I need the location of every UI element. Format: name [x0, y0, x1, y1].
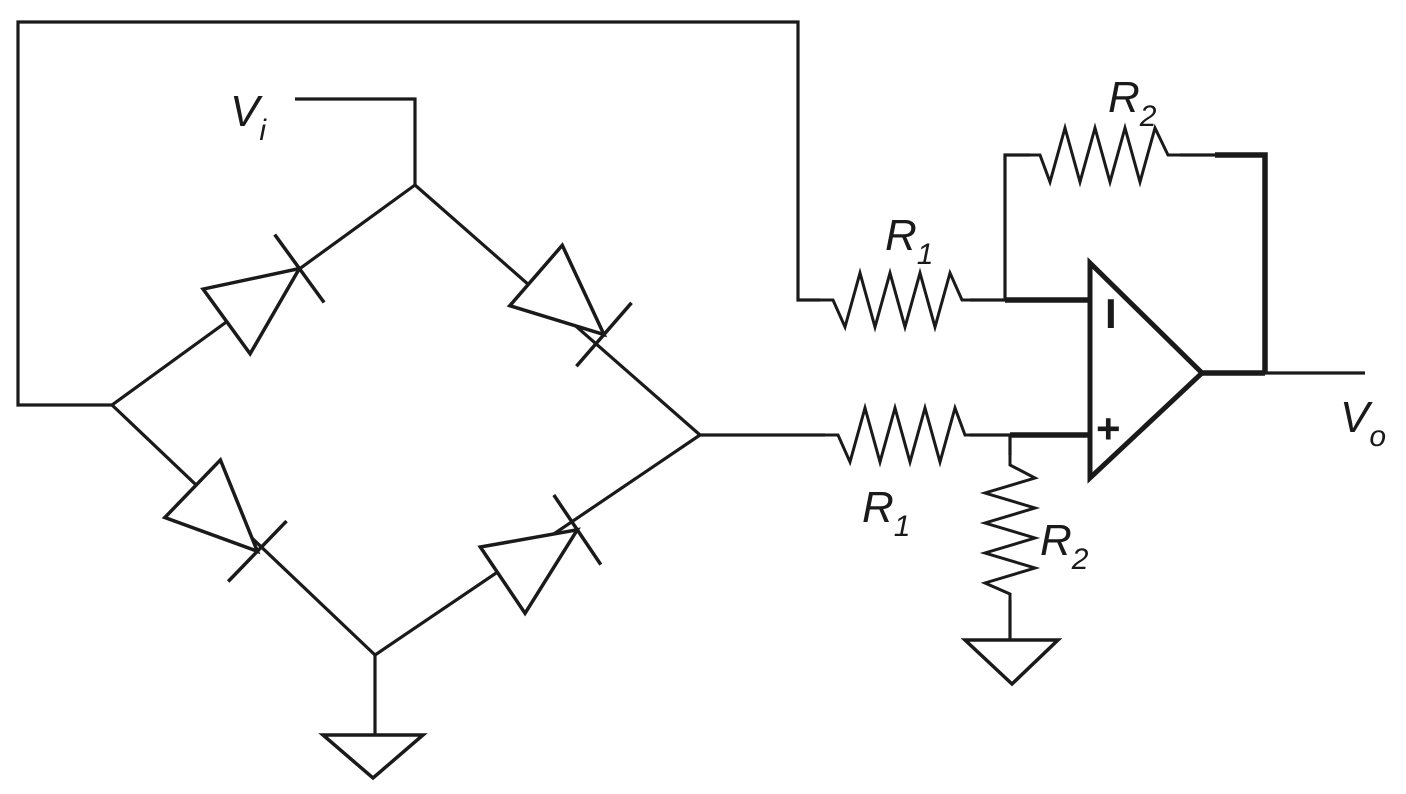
label-r1-bottom: R1: [862, 483, 910, 543]
diode-upper-right-body: [506, 242, 608, 338]
label-vi: Vi: [230, 87, 267, 147]
opamp-noninverting-sign: +: [1096, 405, 1121, 452]
diode-upper-left: [200, 233, 326, 358]
diode-lower-left-bar: [226, 519, 288, 583]
resistor-r2-feedback: [1030, 122, 1180, 188]
label-r1-top: R1: [885, 211, 933, 271]
diode-lower-left: [161, 456, 288, 583]
resistor-r1-top: [820, 267, 970, 333]
ground-bridge: [318, 733, 428, 781]
label-r2-top: R2: [1108, 73, 1157, 133]
diode-lower-right-body: [477, 527, 581, 617]
opamp-body: [1087, 257, 1206, 484]
diode-upper-left-body: [200, 266, 303, 358]
resistor-r2-ground: [979, 455, 1041, 600]
opamp-inverting-sign: I: [1105, 290, 1117, 337]
diode-upper-right-bar: [575, 301, 633, 368]
ground-r2: [960, 638, 1063, 687]
wire-feedback-left: [1003, 153, 1030, 300]
diode-lower-right: [477, 494, 603, 617]
resistor-r1-bottom: [825, 402, 970, 468]
diode-upper-right: [506, 242, 633, 368]
diode-upper-left-bar: [273, 233, 326, 304]
wire-outer-loop: [16, 20, 820, 407]
diode-lower-right-bar: [552, 494, 603, 566]
wire-vi-input: [295, 97, 417, 185]
diode-lower-left-body: [161, 456, 261, 555]
label-vo: Vo: [1340, 393, 1386, 453]
label-r2-bottom: R2: [1040, 516, 1089, 576]
opamp: I +: [1087, 257, 1206, 484]
wire-feedback-right: [1215, 152, 1268, 373]
